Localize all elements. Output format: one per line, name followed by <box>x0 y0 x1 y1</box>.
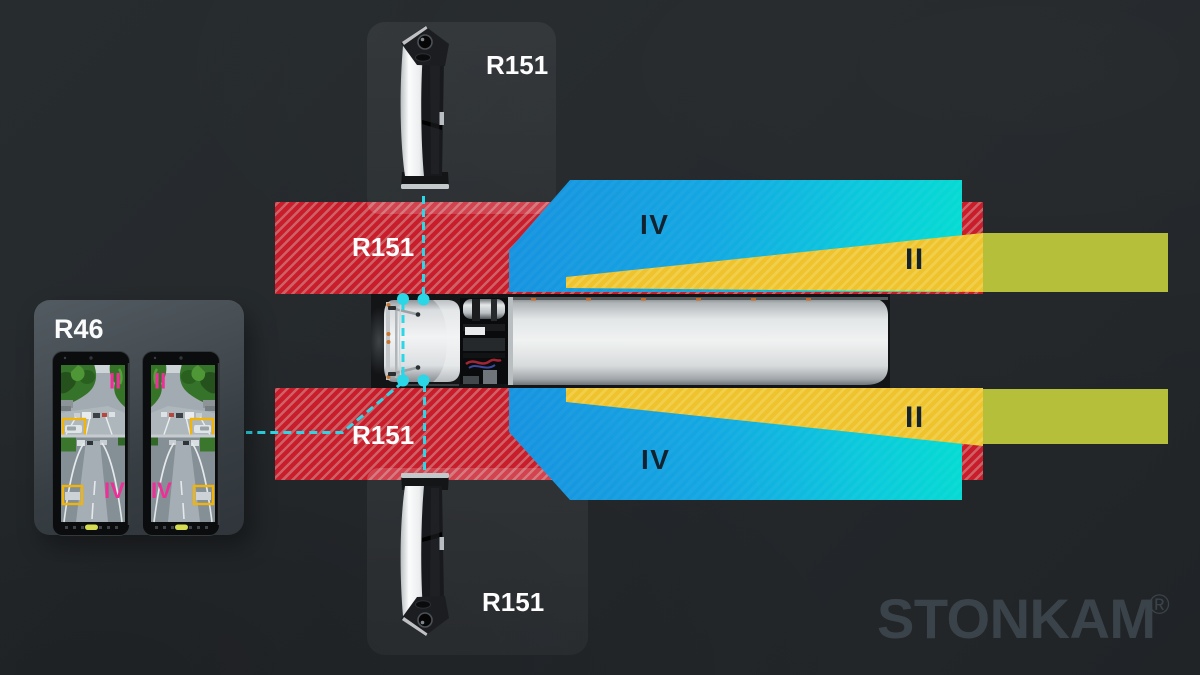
svg-text:II: II <box>154 369 166 394</box>
svg-text:IV: IV <box>151 478 172 503</box>
svg-text:II: II <box>109 369 121 394</box>
svg-text:IV: IV <box>104 478 125 503</box>
